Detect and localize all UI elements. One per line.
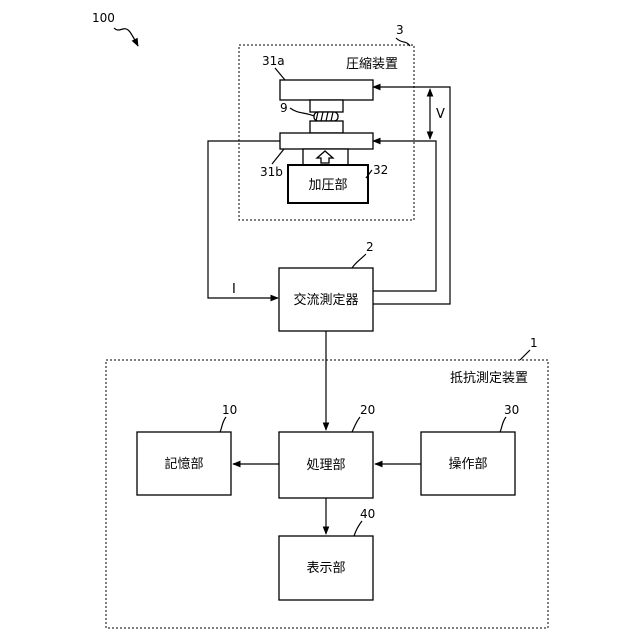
top-plate-stem (310, 100, 343, 112)
bottom-plate-stem (310, 121, 343, 133)
ac-meter-label: 交流測定器 (293, 292, 358, 308)
current-label: I (232, 282, 236, 297)
resistance-device-label: 抵抗測定装置 (450, 371, 528, 386)
voltage-label: V (436, 107, 445, 122)
operation-ref-leader (500, 417, 506, 432)
operation-label: 操作部 (448, 456, 487, 472)
processing-ref-leader (352, 417, 360, 432)
system-ref-label: 100 (92, 11, 115, 25)
press-ref-label: 32 (373, 163, 388, 177)
display-ref-label: 40 (360, 507, 375, 521)
bottom-plate (280, 133, 373, 149)
ac-meter-ref-leader (352, 254, 366, 268)
processing-label: 処理部 (306, 458, 345, 473)
top-plate (280, 80, 373, 100)
display-ref-leader (354, 521, 362, 536)
top-plate-ref-leader (275, 68, 285, 80)
storage-ref-label: 10 (222, 403, 237, 417)
bottom-plate-ref-leader (272, 149, 284, 164)
top-plate-ref-label: 31a (262, 54, 285, 68)
storage-label: 記憶部 (164, 456, 203, 472)
compression-ref-label: 3 (396, 23, 404, 37)
storage-ref-leader (220, 417, 226, 432)
processing-ref-label: 20 (360, 403, 375, 417)
operation-ref-label: 30 (504, 403, 519, 417)
ac-meter-ref-label: 2 (366, 240, 374, 254)
system-ref-leader (114, 28, 138, 46)
bottom-plate-ref-label: 31b (260, 165, 283, 179)
resistance-ref-label: 1 (530, 336, 538, 350)
compression-device-label: 圧縮装置 (346, 56, 398, 72)
resistance-ref-leader (520, 350, 530, 360)
press-unit-label: 加圧部 (308, 178, 347, 193)
display-label: 表示部 (306, 561, 345, 576)
sample-ref-label: 9 (280, 101, 288, 115)
